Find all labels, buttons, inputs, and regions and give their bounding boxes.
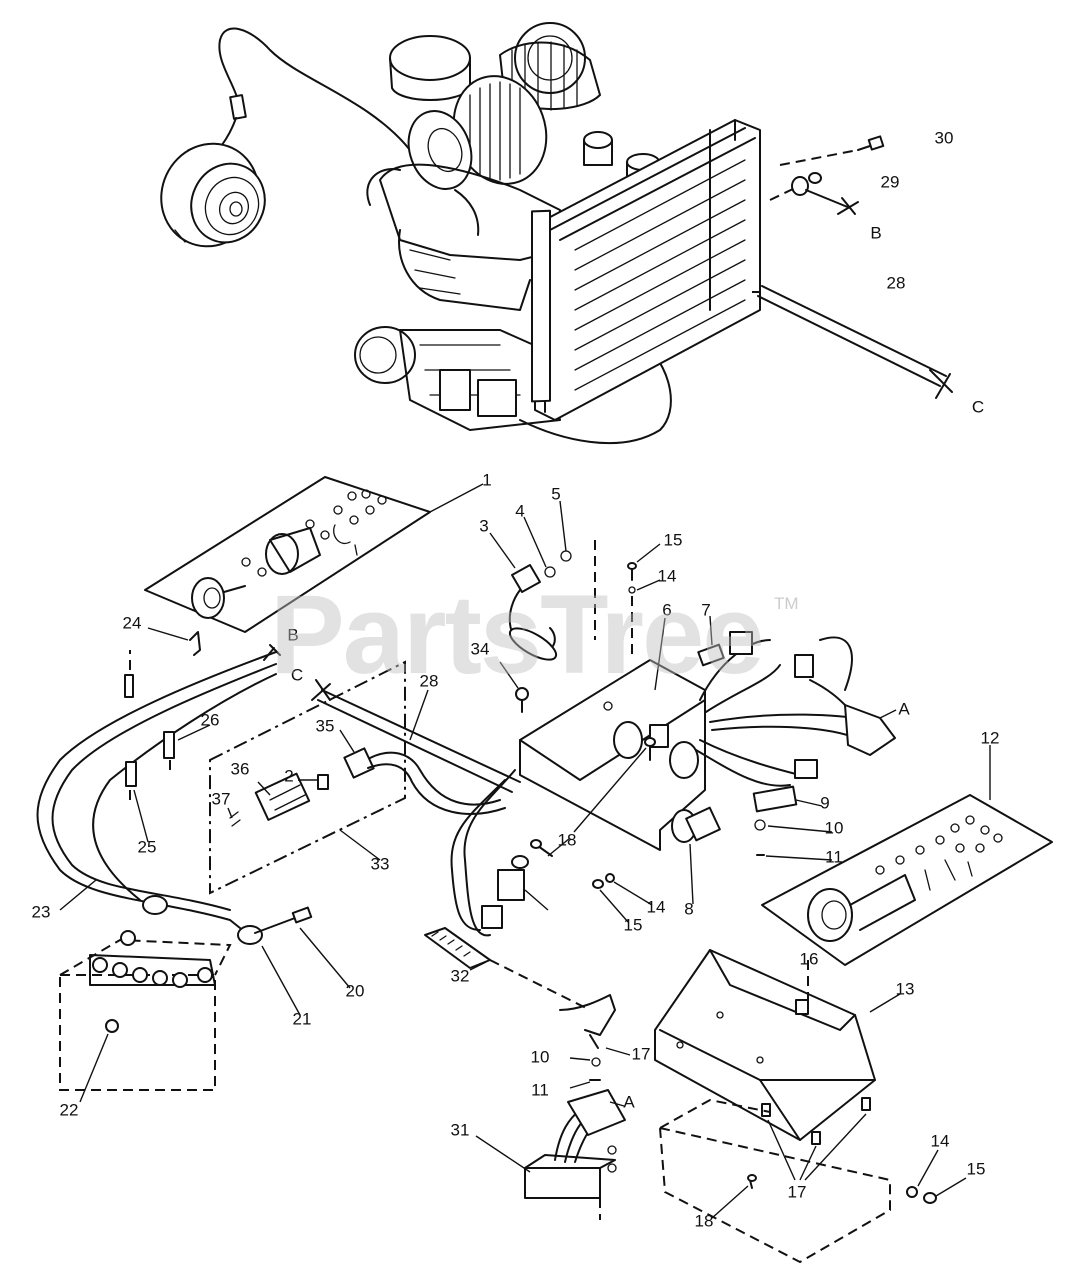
callout-34: 34 bbox=[471, 639, 490, 658]
harness-lower bbox=[450, 769, 549, 937]
top-right-hardware bbox=[752, 135, 953, 399]
callout-C-left: C bbox=[291, 665, 303, 684]
callout-17-b: 17 bbox=[788, 1182, 807, 1201]
callout-B-left: B bbox=[287, 625, 298, 644]
callout-21: 21 bbox=[293, 1009, 312, 1028]
control-box-13 bbox=[654, 949, 967, 1264]
engine-assembly bbox=[354, 22, 761, 445]
dash-hardware-top bbox=[627, 543, 725, 667]
callout-14-c: 14 bbox=[931, 1131, 950, 1150]
wire-28-left bbox=[311, 679, 521, 793]
callout-18-b: 18 bbox=[695, 1211, 714, 1230]
callout-30: 30 bbox=[935, 128, 954, 147]
callout-23: 23 bbox=[32, 902, 51, 921]
callout-26: 26 bbox=[201, 710, 220, 729]
interlock-switch-32 bbox=[424, 927, 631, 1089]
callout-B-top: B bbox=[870, 223, 881, 242]
callout-14-a: 14 bbox=[658, 566, 677, 585]
callout-32: 32 bbox=[451, 966, 470, 985]
callout-13: 13 bbox=[896, 979, 915, 998]
callout-15-a: 15 bbox=[664, 530, 683, 549]
kit-panel-12 bbox=[761, 745, 1053, 966]
harness-kit-box bbox=[209, 660, 506, 895]
indicator-light-parts bbox=[592, 785, 833, 923]
kit-panel-1 bbox=[144, 476, 484, 633]
callout-18-a: 18 bbox=[558, 830, 577, 849]
dash-panel bbox=[499, 617, 897, 857]
callout-A-bottom: A bbox=[623, 1092, 635, 1111]
battery-cables bbox=[36, 627, 351, 1016]
trademark-mark: TM bbox=[774, 594, 799, 613]
electric-clutch bbox=[160, 27, 411, 248]
callout-3: 3 bbox=[479, 516, 488, 535]
seat-switch-parts bbox=[489, 500, 596, 661]
callout-1: 1 bbox=[482, 470, 491, 489]
callout-28-top: 28 bbox=[887, 273, 906, 292]
callout-37: 37 bbox=[212, 789, 231, 808]
callout-A-right: A bbox=[898, 699, 910, 718]
callout-8: 8 bbox=[684, 899, 693, 918]
callout-15-b: 15 bbox=[624, 915, 643, 934]
callout-24: 24 bbox=[123, 613, 142, 632]
callout-11-a: 11 bbox=[825, 847, 843, 866]
callout-16: 16 bbox=[800, 949, 819, 968]
callout-9: 9 bbox=[820, 793, 829, 812]
callout-C-right: C bbox=[972, 397, 984, 416]
callout-15-c: 15 bbox=[967, 1159, 986, 1178]
callout-14-b: 14 bbox=[647, 897, 666, 916]
callout-11-b: 11 bbox=[531, 1080, 549, 1099]
regulator-31 bbox=[475, 1089, 626, 1220]
callout-17-a: 17 bbox=[632, 1044, 651, 1063]
battery bbox=[59, 930, 232, 1103]
callout-5: 5 bbox=[551, 484, 560, 503]
callout-10-b: 10 bbox=[531, 1047, 550, 1066]
callout-31: 31 bbox=[451, 1120, 470, 1139]
callout-20: 20 bbox=[346, 981, 365, 1000]
callout-29: 29 bbox=[881, 172, 900, 191]
callout-12: 12 bbox=[981, 728, 1000, 747]
callout-35: 35 bbox=[316, 716, 335, 735]
callout-22: 22 bbox=[60, 1100, 79, 1119]
callout-6: 6 bbox=[662, 600, 671, 619]
callout-25: 25 bbox=[138, 837, 157, 856]
callout-4: 4 bbox=[515, 501, 524, 520]
callout-33: 33 bbox=[371, 854, 390, 873]
callout-28-left: 28 bbox=[420, 671, 439, 690]
callout-36: 36 bbox=[231, 759, 250, 778]
callout-10-a: 10 bbox=[825, 818, 844, 837]
callout-2: 2 bbox=[284, 766, 293, 785]
callout-7: 7 bbox=[701, 600, 710, 619]
